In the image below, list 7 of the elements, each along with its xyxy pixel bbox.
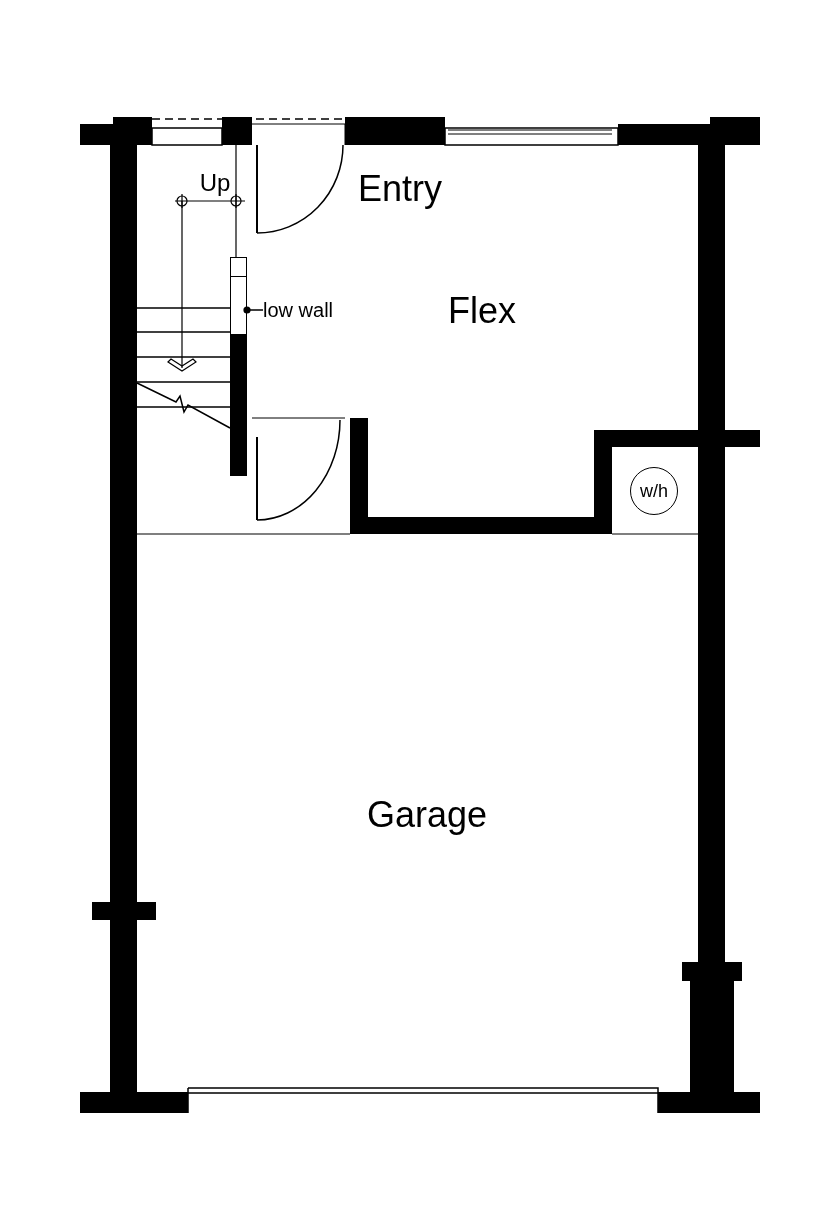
stair-label: Up: [199, 171, 231, 195]
room-label: Flex: [448, 293, 516, 329]
leader-line: [243, 306, 264, 314]
low-wall: [230, 257, 247, 335]
room-label: Entry: [358, 171, 442, 207]
room-label: Garage: [366, 797, 488, 833]
callout-label: low wall: [263, 299, 343, 321]
